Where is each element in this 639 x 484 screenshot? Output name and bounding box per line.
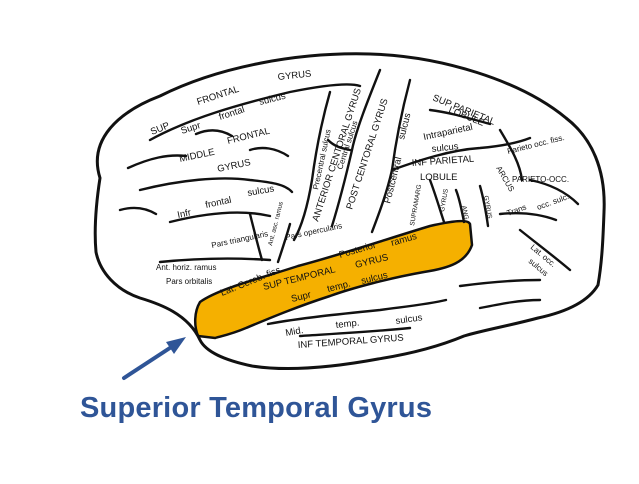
label-ang: ANG. [460, 205, 470, 222]
label-middle: MIDDLE [178, 147, 215, 165]
label-supr-t: Supr [290, 289, 312, 305]
label-lobule2: LOBULE [420, 172, 458, 183]
label-sulcus1: sulcus [258, 91, 287, 108]
label-supramarg: SUPRAMARG [409, 184, 423, 226]
label-ant-asc-ramus: Ant. asc. ramus [267, 200, 285, 246]
label-infr: Infr [176, 207, 192, 221]
label-pars-opercularis: Pars opercularis [285, 221, 343, 242]
label-occ-sulc: occ. sulc. [536, 192, 570, 212]
label-temp2: temp. [335, 318, 360, 331]
label-trans: Trans [506, 203, 528, 218]
label-parieto-occ: PARIETO-OCC. [512, 175, 569, 184]
label-gyrus-v2: GYRUS [482, 195, 493, 220]
label-frontal-sulcus1: frontal [218, 104, 247, 123]
label-sulcus3: sulcus [396, 112, 413, 141]
label-parieto-occ-fiss: Parieto occ. fiss. [506, 133, 565, 156]
label-intraparietal: Intraparietal [422, 122, 473, 143]
label-gyrus-v1: GYRUS [439, 188, 450, 213]
label-ant-horiz-ramus: Ant. horiz. ramus [156, 263, 216, 272]
label-sulcus7: sulcus [395, 312, 423, 327]
label-sulcus2: sulcus [247, 183, 276, 199]
label-frontal-sulcus2: frontal [204, 195, 232, 211]
label-gyrus-mid: GYRUS [216, 157, 251, 175]
superior-temporal-gyrus-highlight [194, 219, 474, 340]
label-mid: Mid. [285, 325, 305, 339]
brain-outline [93, 52, 606, 370]
label-pars-orbitalis: Pars orbitalis [166, 277, 212, 286]
label-supr: Supr [180, 120, 202, 137]
caption-title: Superior Temporal Gyrus [80, 392, 433, 424]
label-postcentral: Postcentral [382, 156, 404, 205]
label-frontal-mid: FRONTAL [226, 126, 271, 147]
label-frontal-top: FRONTAL [196, 84, 241, 108]
label-pars-triangularis: Pars triangularis [211, 229, 269, 250]
pointer-arrow [122, 337, 186, 380]
label-gyrus-top: GYRUS [277, 69, 312, 83]
sulci-lines [118, 68, 580, 338]
label-sulcus4: sulcus [431, 141, 459, 155]
label-inf-parietal: INF PARIETAL [411, 154, 474, 169]
